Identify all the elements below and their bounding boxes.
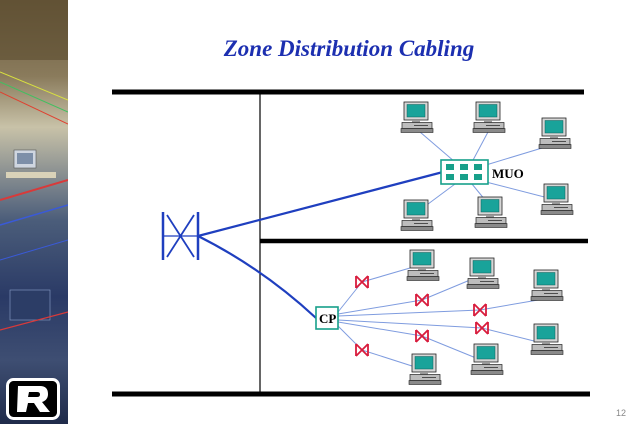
slide-number: 12 <box>615 408 626 418</box>
bowtie-connector-icon <box>355 275 369 289</box>
cable-to-cp <box>197 235 317 319</box>
office-illustration <box>0 0 68 331</box>
computer-icon <box>540 183 574 215</box>
cable-to-muo <box>197 170 444 238</box>
cp-label: CP <box>319 311 336 326</box>
computer-icon <box>472 101 506 133</box>
computer-icon <box>474 196 508 228</box>
muo-label: MUO <box>492 166 524 181</box>
decorative-side-image <box>0 0 68 424</box>
cross-connect-icon <box>161 212 200 260</box>
computer-icon <box>466 257 500 289</box>
computer-icon <box>400 101 434 133</box>
multi-user-outlet-icon <box>440 159 489 185</box>
r-logo-icon <box>6 378 60 420</box>
consolidation-point-icon <box>315 306 339 330</box>
computer-icon <box>538 117 572 149</box>
computer-icon <box>406 249 440 281</box>
bowtie-connector-icon <box>355 343 369 357</box>
slide-title: Zone Distribution Cabling <box>223 36 475 61</box>
bowtie-connector-icon <box>415 329 429 343</box>
computer-icon <box>530 323 564 355</box>
computer-icon <box>470 343 504 375</box>
computer-icon <box>530 269 564 301</box>
computer-icon <box>400 199 434 231</box>
bowtie-connector-icon <box>415 293 429 307</box>
computer-icon <box>408 353 442 385</box>
cp-cable-group <box>337 267 539 367</box>
